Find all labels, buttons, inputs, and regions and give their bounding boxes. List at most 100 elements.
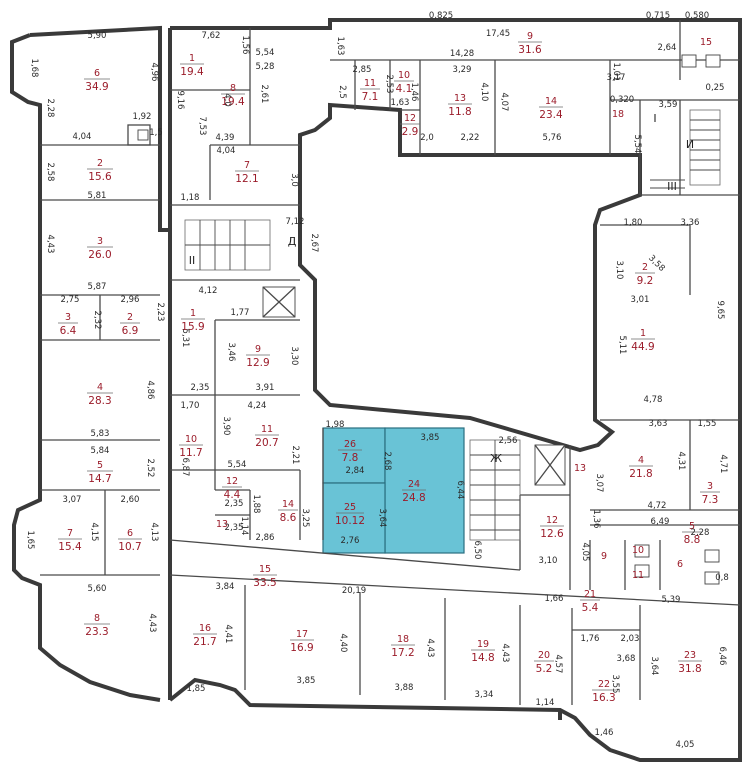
- room-number-11: 11: [632, 570, 644, 581]
- room-label[interactable]: 148.6: [278, 499, 298, 524]
- room-label[interactable]: 29.2: [635, 262, 655, 287]
- room-number: 11: [364, 78, 376, 89]
- room-label[interactable]: 25 10.12: [335, 502, 365, 527]
- room-label[interactable]: 22 16.3: [592, 679, 616, 704]
- room-area: 16.3: [592, 692, 615, 704]
- room-area: 4.1: [396, 83, 413, 95]
- room-area: 5.2: [536, 663, 553, 675]
- room-number: 25: [344, 502, 356, 513]
- room-area: 31.6: [518, 44, 542, 56]
- dimension-label: 3,63: [649, 419, 668, 429]
- room-label[interactable]: 610.7: [118, 528, 142, 553]
- dimension-label: 6,49: [651, 517, 670, 527]
- room-label[interactable]: 267.8: [338, 439, 362, 464]
- room-area: 10.12: [335, 515, 365, 527]
- room-number: 12: [404, 113, 416, 124]
- dimension-label: 1,46: [409, 83, 419, 102]
- room-label[interactable]: 712.1: [235, 160, 259, 185]
- room-area: 8.6: [280, 512, 297, 524]
- room-area: 12.6: [540, 528, 564, 540]
- room-label[interactable]: 715.4: [58, 528, 82, 553]
- dimension-label: 6,87: [180, 458, 190, 477]
- room-label[interactable]: 104.1: [394, 70, 414, 95]
- room-number: 22: [598, 679, 610, 690]
- dimension-label: 1,63: [335, 37, 345, 56]
- dimension-label: 2,35: [225, 499, 244, 509]
- room-label[interactable]: 823.3: [84, 613, 110, 638]
- letter-zh: Ж: [490, 452, 502, 465]
- room-label[interactable]: 215.6: [87, 158, 113, 183]
- dimension-label: 3,01: [631, 295, 650, 305]
- room-label[interactable]: 205.2: [534, 650, 554, 675]
- dimension-label: 1,36: [591, 510, 601, 529]
- dimension-label: 17,45: [486, 29, 510, 39]
- room-24-highlight[interactable]: [384, 427, 465, 554]
- room-label[interactable]: 428.3: [87, 382, 113, 407]
- dimension-label: 5,54: [632, 135, 642, 154]
- dimension-label: 3,0: [289, 173, 299, 187]
- dimension-label: 3,85: [297, 676, 316, 686]
- room-label[interactable]: 215.4: [580, 589, 600, 614]
- room-label[interactable]: 26.9: [120, 312, 140, 337]
- dimension-label: 4,43: [147, 614, 157, 633]
- room-label[interactable]: 819.4: [221, 83, 245, 108]
- room-label[interactable]: 634.9: [84, 68, 110, 93]
- room-label[interactable]: 119.4: [180, 53, 204, 78]
- room-area: 2.9: [402, 126, 419, 138]
- room-label[interactable]: 115.9: [181, 308, 205, 333]
- room-number-10: 10: [632, 545, 644, 556]
- room-number: 26: [344, 439, 356, 450]
- dimension-label: 6,50: [472, 541, 482, 560]
- room-number: 3: [97, 236, 103, 247]
- dimension-label: 4,07: [499, 93, 509, 112]
- room-26-highlight[interactable]: [322, 427, 386, 484]
- room-number: 2: [642, 262, 648, 273]
- room-label[interactable]: 514.7: [87, 460, 113, 485]
- room-label[interactable]: 58.8: [682, 521, 702, 546]
- room-label[interactable]: 12 12.6: [540, 515, 564, 540]
- dimension-label: 7,53: [197, 117, 207, 136]
- dimension-label: 6,44: [455, 481, 465, 500]
- room-label[interactable]: 117.1: [360, 78, 380, 103]
- room-label[interactable]: 144.9: [631, 328, 655, 353]
- room-label[interactable]: 124.4: [222, 476, 242, 501]
- room-label[interactable]: 931.6: [518, 31, 542, 56]
- dimension-label: 7,62: [202, 31, 221, 41]
- dimension-label: 3,64: [377, 509, 387, 528]
- room-label[interactable]: 326.0: [87, 236, 113, 261]
- dimension-label: 2,56: [499, 436, 518, 446]
- room-label[interactable]: 37.3: [700, 481, 720, 506]
- room-label[interactable]: 36.4: [58, 312, 78, 337]
- dimension-label: 1,01: [611, 63, 621, 82]
- letter-roman-i: I: [653, 112, 656, 125]
- room-25-highlight[interactable]: [322, 482, 386, 554]
- room-area: 28.3: [88, 395, 111, 407]
- dimension-label: 3,68: [617, 654, 636, 664]
- room-label[interactable]: 122.9: [400, 113, 420, 138]
- dimension-label: 4,24: [248, 401, 267, 411]
- room-number: 9: [255, 344, 261, 355]
- dimension-label: 4,86: [145, 381, 155, 400]
- room-number: 16: [199, 623, 211, 634]
- room-label[interactable]: 912.9: [246, 344, 270, 369]
- room-number: 8: [230, 83, 236, 94]
- dimension-label: 1,18: [181, 193, 200, 203]
- dimension-label: 4,72: [648, 501, 667, 511]
- room-number: 1: [640, 328, 646, 339]
- room-number: 12: [546, 515, 558, 526]
- letter-i: И: [686, 138, 694, 151]
- room-number: 10: [185, 434, 197, 445]
- room-label[interactable]: 421.8: [629, 455, 653, 480]
- room-area: 14.8: [471, 652, 494, 664]
